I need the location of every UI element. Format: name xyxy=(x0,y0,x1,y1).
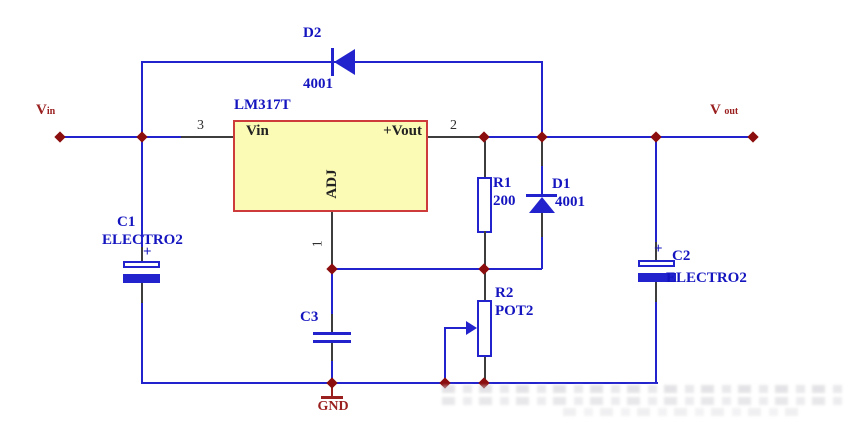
resistor-r1-ref: R1 xyxy=(493,175,512,191)
diode-d1-triangle xyxy=(529,197,555,213)
wire-top-right-vertical xyxy=(541,61,543,139)
vout-sub-text: out xyxy=(724,106,739,117)
potentiometer-r2-value: POT2 xyxy=(495,303,534,319)
diode-d1-cathode-bar xyxy=(526,194,557,197)
diode-d2-cathode-bar xyxy=(331,48,334,76)
capacitor-c2-plate-positive xyxy=(638,260,675,267)
wire-d1-top xyxy=(541,166,543,194)
wire-c3-bottom xyxy=(331,361,333,383)
wire-c1-bottom xyxy=(141,303,143,383)
vout-terminal-label: V out xyxy=(710,102,738,119)
junction-dot-r1-top xyxy=(478,131,490,143)
junction-dot-gnd xyxy=(326,377,338,389)
ground-bar-icon xyxy=(321,396,343,399)
wire-r2-wiper-horizontal xyxy=(444,327,468,329)
junction-dot-input xyxy=(136,131,148,143)
vin-main-text: V xyxy=(36,102,47,118)
junction-dot-r2-top xyxy=(478,263,490,275)
capacitor-c1-ref: C1 xyxy=(117,214,136,230)
wire-c1-bottom-stub xyxy=(141,283,143,303)
pin3-number: 3 xyxy=(197,118,204,133)
watermark xyxy=(442,384,844,418)
capacitor-c3-plate-top xyxy=(313,332,351,335)
junction-dot-adj xyxy=(326,263,338,275)
resistor-r1-value: 200 xyxy=(493,193,516,209)
wire-r1-bottom xyxy=(484,231,486,269)
diode-d1-ref: D1 xyxy=(552,176,571,192)
junction-dot-c2-top xyxy=(650,131,662,143)
pin1-number: 1 xyxy=(310,240,326,248)
junction-dot-d1-top xyxy=(536,131,548,143)
capacitor-c1-plate-negative xyxy=(123,274,160,283)
regulator-name: LM317T xyxy=(234,97,291,113)
capacitor-c3-plate-bottom xyxy=(313,340,351,343)
potentiometer-r2-wiper-arrow-icon xyxy=(466,321,477,335)
vin-terminal-label: Vin xyxy=(36,102,55,119)
vin-sub-text: in xyxy=(46,106,56,117)
capacitor-c1-value: ELECTRO2 xyxy=(102,232,183,248)
capacitor-c2-polarity: + xyxy=(654,241,663,257)
wire-top-left-vertical xyxy=(141,61,143,138)
wire-d1-bottom xyxy=(541,237,543,269)
vout-main-text: V xyxy=(710,102,721,118)
potentiometer-r2-body xyxy=(477,300,492,357)
wire-c2-top xyxy=(655,137,657,242)
wire-r2-wiper-vertical xyxy=(444,327,446,384)
regulator-pin-adj-label: ADJ xyxy=(323,169,340,199)
junction-dot-r2-bottom xyxy=(478,377,490,389)
wire-c2-bottom-stub xyxy=(655,282,657,302)
diode-d2-ref: D2 xyxy=(303,25,322,41)
ground-stub xyxy=(331,383,333,397)
gnd-label: GND xyxy=(317,399,349,414)
regulator-pin-vout-label: +Vout xyxy=(383,123,422,139)
wire-c3-top-stub xyxy=(331,314,333,332)
wire-ground-rail xyxy=(141,382,658,384)
wire-pin3 xyxy=(181,136,233,138)
resistor-r1-body xyxy=(477,177,492,233)
wire-d1-bottom-stub xyxy=(541,213,543,237)
regulator-pin-vin-label: Vin xyxy=(246,123,269,139)
diode-d2-value: 4001 xyxy=(303,76,333,92)
capacitor-c2-ref: C2 xyxy=(672,248,691,264)
junction-dot-wiper xyxy=(439,377,451,389)
wire-input-rail xyxy=(60,136,181,138)
pin2-number: 2 xyxy=(450,118,457,133)
wire-r1-top xyxy=(484,141,486,177)
wire-c1-top-stub xyxy=(141,247,143,261)
wire-c2-bottom xyxy=(655,302,657,383)
regulator-body xyxy=(233,120,428,212)
wire-output-rail xyxy=(484,136,754,138)
wire-pin2 xyxy=(428,136,484,138)
capacitor-c3-ref: C3 xyxy=(300,309,319,325)
potentiometer-r2-ref: R2 xyxy=(495,285,514,301)
terminal-dot-vout xyxy=(747,131,759,143)
wire-d1-top-stub xyxy=(541,141,543,166)
wire-pin1 xyxy=(331,212,333,269)
capacitor-c1-polarity: + xyxy=(143,244,152,260)
capacitor-c2-value: ELECTRO2 xyxy=(666,270,747,286)
wire-c3-top xyxy=(331,269,333,314)
capacitor-c1-plate-positive xyxy=(123,261,160,268)
diode-d2-triangle xyxy=(334,49,355,75)
terminal-dot-vin xyxy=(54,131,66,143)
wire-c2-top-stub xyxy=(655,242,657,260)
wire-r2-bottom xyxy=(484,357,486,383)
wire-c3-bottom-stub xyxy=(331,343,333,361)
wire-c1-top xyxy=(141,137,143,247)
wire-adj-rail xyxy=(331,268,542,270)
capacitor-c2-plate-negative xyxy=(638,273,676,282)
wire-r2-top xyxy=(484,269,486,300)
diode-d1-value: 4001 xyxy=(555,194,585,210)
